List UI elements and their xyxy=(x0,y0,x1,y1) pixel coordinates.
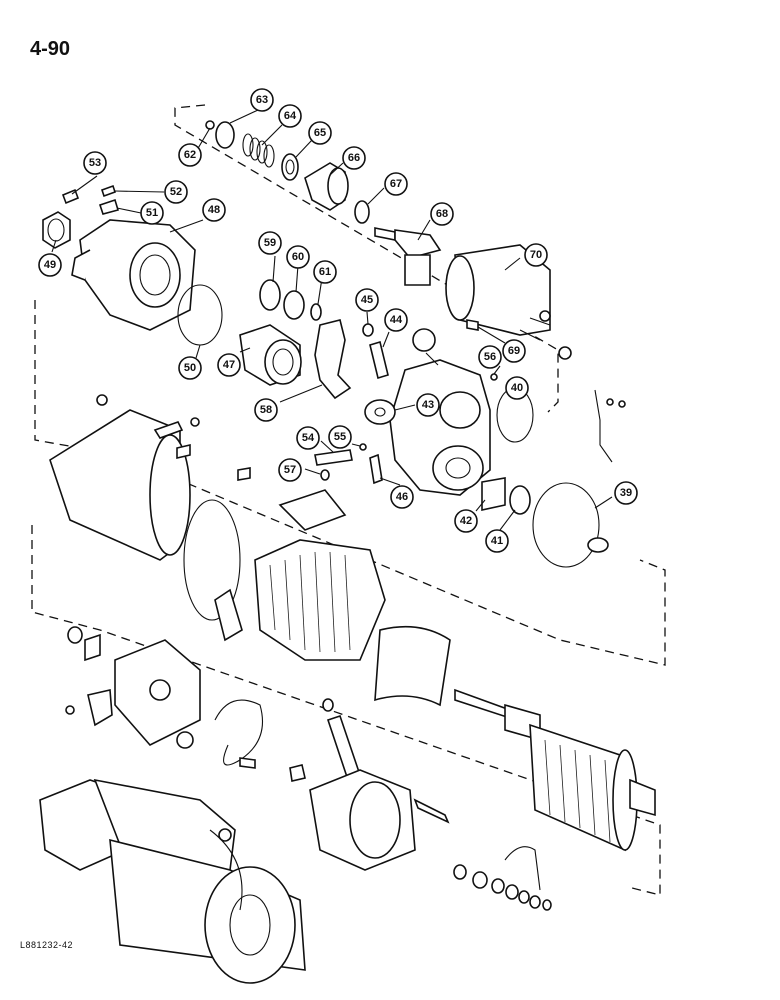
callout-61: 61 xyxy=(313,260,337,284)
frame-field-parts xyxy=(49,394,451,707)
svg-text:45: 45 xyxy=(361,294,373,306)
commutator-end-parts xyxy=(65,626,552,911)
svg-text:52: 52 xyxy=(170,186,182,198)
svg-text:51: 51 xyxy=(146,207,158,219)
svg-text:54: 54 xyxy=(302,432,315,444)
callout-56: 56 xyxy=(478,345,502,369)
drive-housing-parts xyxy=(314,359,626,568)
svg-text:63: 63 xyxy=(256,94,268,106)
figure-id: L881232-42 xyxy=(20,940,74,950)
callout-45: 45 xyxy=(355,288,379,312)
svg-text:53: 53 xyxy=(89,157,101,169)
callout-52: 52 xyxy=(164,180,188,204)
svg-text:65: 65 xyxy=(314,127,326,139)
callout-46: 46 xyxy=(390,485,414,509)
callout-70: 70 xyxy=(524,243,548,267)
callout-67: 67 xyxy=(384,172,408,196)
callout-40: 40 xyxy=(505,376,529,400)
callout-50: 50 xyxy=(178,356,202,380)
svg-text:50: 50 xyxy=(184,362,196,374)
armature-parts xyxy=(454,688,656,852)
svg-text:40: 40 xyxy=(511,382,523,394)
assembly-dash-lines xyxy=(31,104,666,896)
leader-lines xyxy=(51,109,613,531)
svg-text:42: 42 xyxy=(460,515,472,527)
callout-57: 57 xyxy=(278,458,302,482)
svg-text:44: 44 xyxy=(390,314,403,326)
callout-44: 44 xyxy=(384,308,408,332)
svg-text:46: 46 xyxy=(396,491,408,503)
svg-text:59: 59 xyxy=(264,237,276,249)
svg-text:69: 69 xyxy=(508,345,520,357)
callout-55: 55 xyxy=(328,425,352,449)
callout-53: 53 xyxy=(83,151,107,175)
svg-text:39: 39 xyxy=(620,487,632,499)
callout-54: 54 xyxy=(296,426,320,450)
callout-38 xyxy=(412,328,436,352)
callout-43: 43 xyxy=(416,393,440,417)
solenoid-parts xyxy=(205,120,572,360)
svg-text:58: 58 xyxy=(260,404,272,416)
page-number: 4-90 xyxy=(30,38,71,60)
callout-62: 62 xyxy=(178,143,202,167)
callout-48: 48 xyxy=(202,198,226,222)
svg-text:41: 41 xyxy=(491,535,503,547)
svg-text:49: 49 xyxy=(44,259,56,271)
callout-64: 64 xyxy=(278,104,302,128)
callout-60: 60 xyxy=(286,245,310,269)
callout-63: 63 xyxy=(250,88,274,112)
svg-text:66: 66 xyxy=(348,152,360,164)
callout-66: 66 xyxy=(342,146,366,170)
callout-41: 41 xyxy=(485,529,509,553)
svg-text:47: 47 xyxy=(223,359,235,371)
callout-58: 58 xyxy=(254,398,278,422)
svg-text:62: 62 xyxy=(184,149,196,161)
nose-housing-parts xyxy=(42,184,223,346)
svg-text:67: 67 xyxy=(390,178,402,190)
callout-42: 42 xyxy=(454,509,478,533)
callout-69: 69 xyxy=(502,339,526,363)
callout-39: 39 xyxy=(614,481,638,505)
assembled-starter xyxy=(39,778,306,984)
callout-47: 47 xyxy=(217,353,241,377)
svg-text:60: 60 xyxy=(292,251,304,263)
callout-65: 65 xyxy=(308,121,332,145)
callout-51: 51 xyxy=(140,201,164,225)
svg-text:43: 43 xyxy=(422,399,434,411)
svg-text:64: 64 xyxy=(284,110,297,122)
svg-text:57: 57 xyxy=(284,464,296,476)
svg-text:68: 68 xyxy=(436,208,448,220)
callout-59: 59 xyxy=(258,231,282,255)
svg-text:48: 48 xyxy=(208,204,220,216)
svg-text:56: 56 xyxy=(484,351,496,363)
svg-text:61: 61 xyxy=(319,266,331,278)
callout-68: 68 xyxy=(430,202,454,226)
svg-text:70: 70 xyxy=(530,249,542,261)
svg-text:55: 55 xyxy=(334,431,346,443)
drive-lever-parts xyxy=(239,279,389,400)
callout-49: 49 xyxy=(38,253,62,277)
